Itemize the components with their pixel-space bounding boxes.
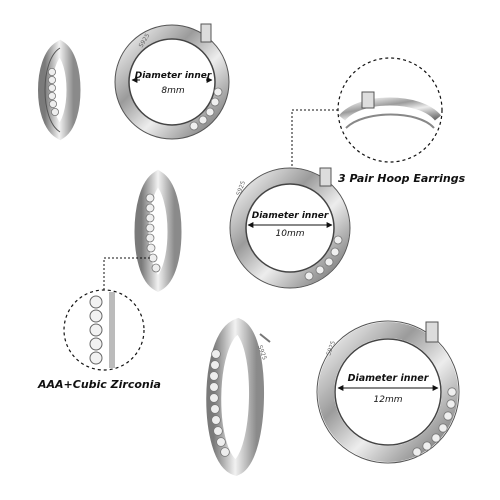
diameter-label-top-8mm: Diameter inner <box>135 71 212 81</box>
diameter-label-top-12mm: Diameter inner <box>348 373 430 384</box>
callout-leader-stone <box>103 257 150 292</box>
hoop-front-view-8mm: S925 Diameter inner 8mm <box>114 23 230 140</box>
diameter-label-bottom-12mm: 12mm <box>374 395 403 405</box>
s925-stamp-10mm: S925 <box>235 180 247 197</box>
stone-row-zoom <box>89 295 103 365</box>
stone-type-label: AAA+Cubic Zirconia <box>37 378 161 391</box>
stone-arc-8mm <box>189 87 223 131</box>
diameter-label-bottom-8mm: 8mm <box>161 86 184 96</box>
stone-row-10mm <box>145 193 161 273</box>
stone-arc-10mm <box>304 235 343 281</box>
hoop-side-view-8mm <box>38 39 81 141</box>
s925-stamp-12mm-side: S925 <box>256 344 268 361</box>
pair-count-title: 3 Pair Hoop Earrings <box>338 172 466 185</box>
hoop-front-view-12mm: S925 Diameter inner 12mm <box>316 320 460 464</box>
stone-row-8mm <box>48 68 60 117</box>
stone-row-12mm <box>209 349 230 457</box>
hoop-front-view-10mm: S925 Diameter inner 10mm <box>229 167 351 289</box>
clasp-zoom-callout <box>291 57 443 168</box>
hoop-side-view-12mm: S925 <box>206 317 271 477</box>
stone-arc-12mm <box>412 387 457 457</box>
callout-leader-clasp <box>291 109 338 168</box>
s925-stamp-12mm: S925 <box>325 340 337 357</box>
stone-zoom-callout <box>63 257 150 371</box>
hoop-side-view-10mm <box>134 169 182 292</box>
diameter-label-bottom-10mm: 10mm <box>276 229 305 239</box>
diameter-label-top-10mm: Diameter inner <box>252 211 329 221</box>
